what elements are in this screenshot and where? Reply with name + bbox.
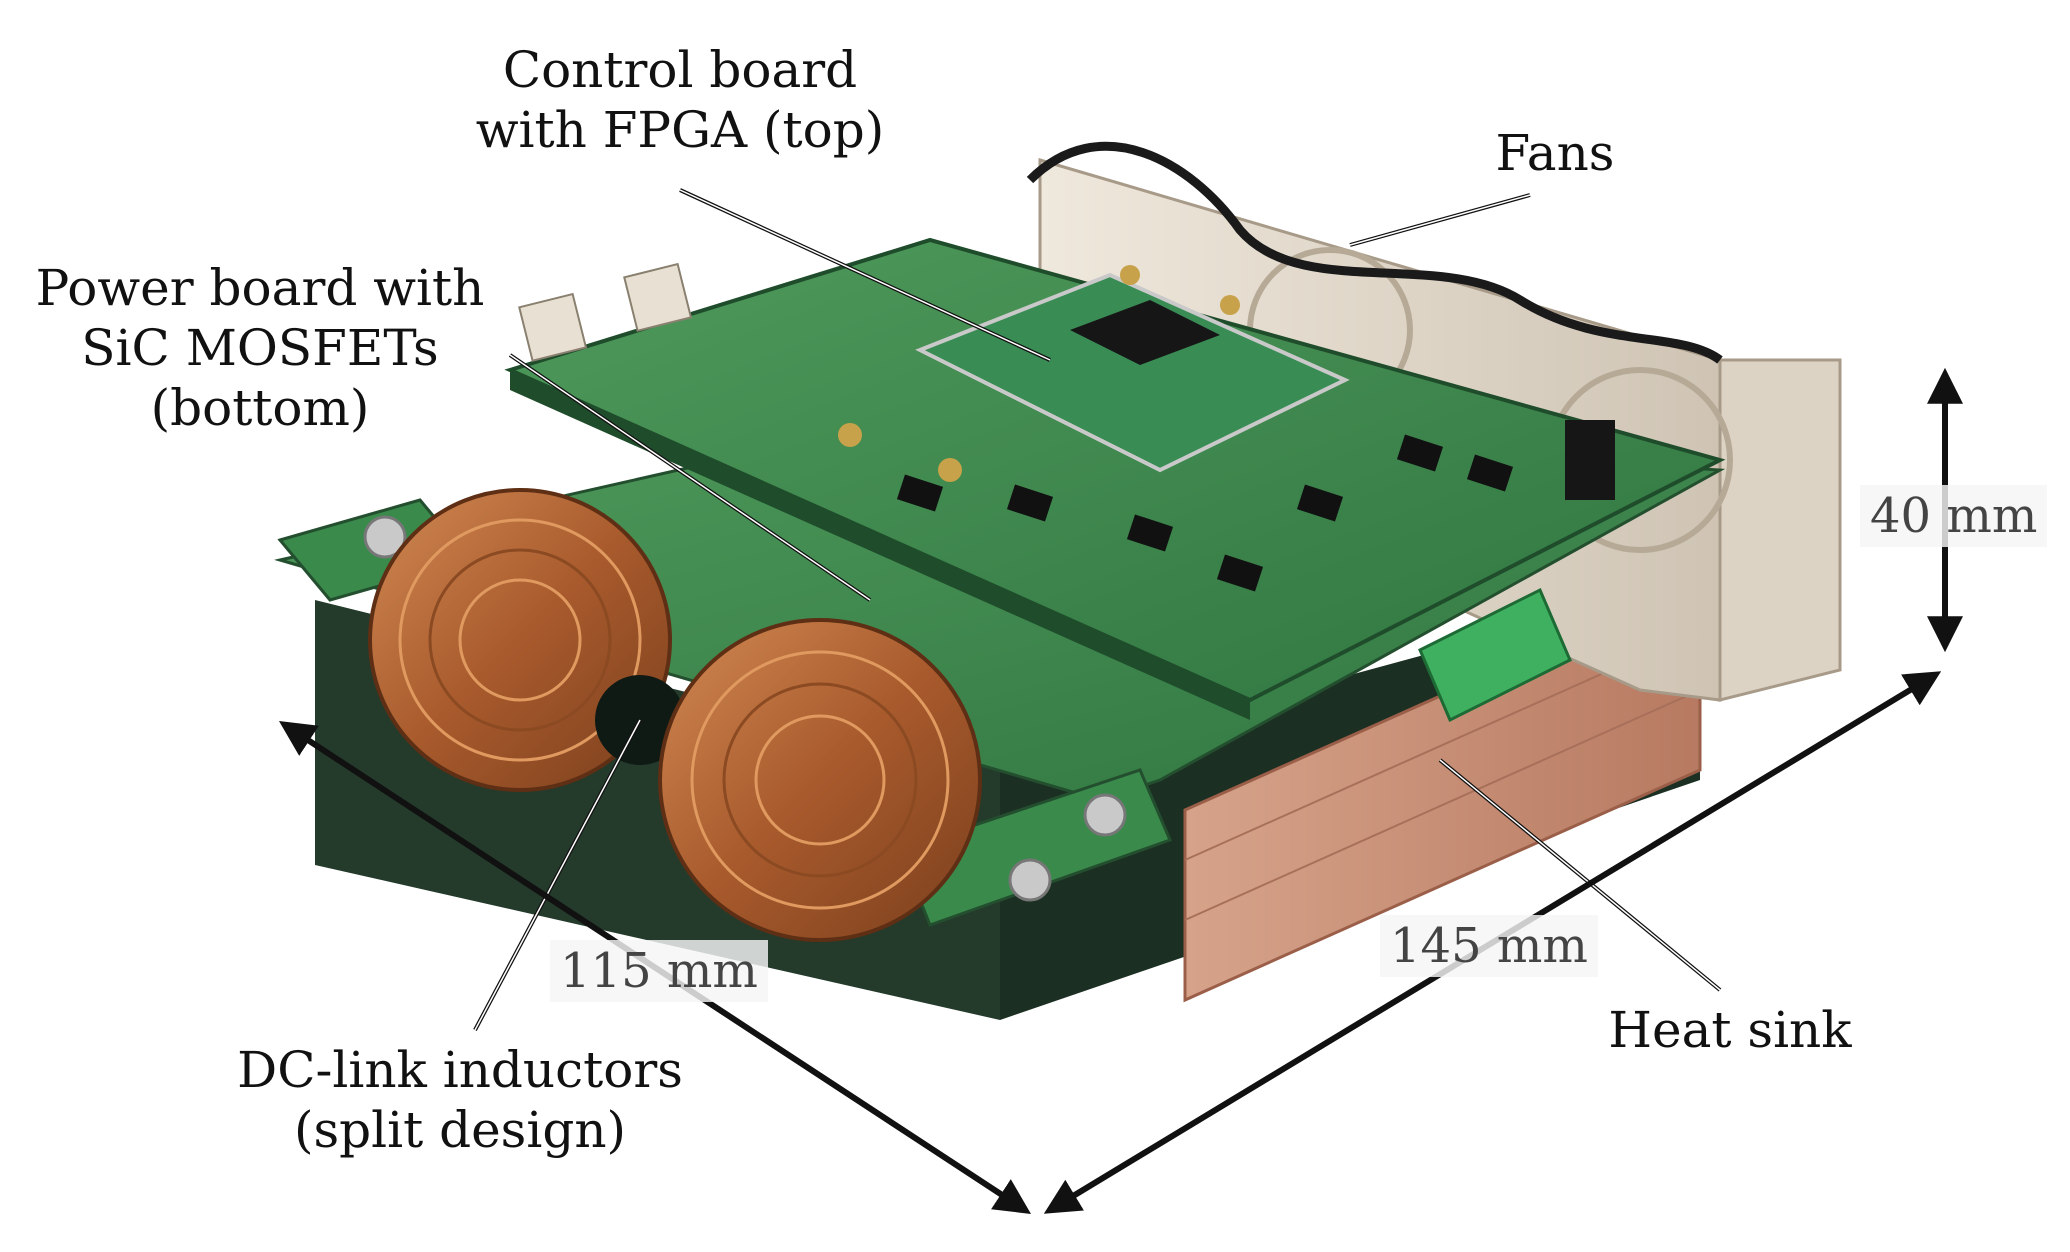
label-inductors-line1: DC-link inductors xyxy=(237,1041,683,1099)
fpga-module xyxy=(915,272,1350,473)
label-control-board-line1: Control board xyxy=(502,41,858,99)
label-fans-text: Fans xyxy=(1495,124,1615,182)
label-control-board: Control board with FPGA (top) xyxy=(470,40,890,160)
dim-label-length: 145 mm xyxy=(1380,915,1598,977)
label-control-board-line2: with FPGA (top) xyxy=(475,101,885,159)
label-power-board-line1: Power board with xyxy=(35,259,485,317)
dim-label-width: 115 mm xyxy=(550,940,768,1002)
label-heat-sink-text: Heat sink xyxy=(1608,1001,1852,1059)
fan-side xyxy=(1718,358,1842,702)
dim-label-height: 40 mm xyxy=(1860,485,2048,547)
label-power-board-line2: SiC MOSFETs xyxy=(81,319,439,377)
label-fans: Fans xyxy=(1470,123,1640,183)
label-power-board-line3: (bottom) xyxy=(150,379,370,437)
label-inductors-line2: (split design) xyxy=(293,1101,627,1159)
inductor-right xyxy=(658,618,982,942)
label-heat-sink: Heat sink xyxy=(1590,1000,1870,1060)
label-power-board: Power board with SiC MOSFETs (bottom) xyxy=(20,258,500,438)
label-inductors: DC-link inductors (split design) xyxy=(220,1040,700,1160)
